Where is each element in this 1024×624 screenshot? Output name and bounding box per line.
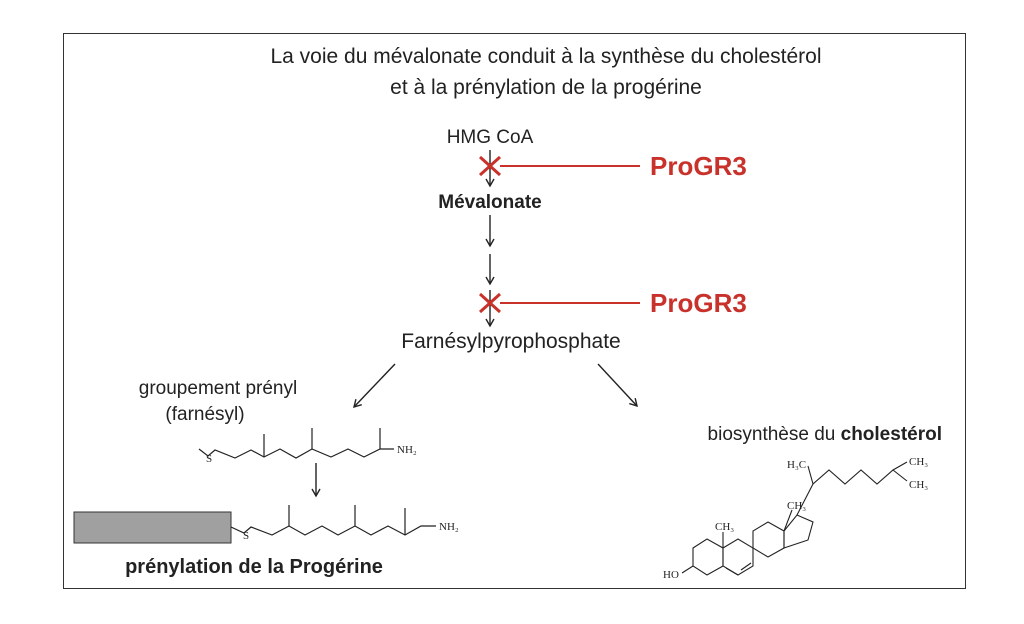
chain-nh2: NH₂ <box>397 444 417 456</box>
progerin-protein-box <box>73 511 232 544</box>
title-line-1: La voie du mévalonate conduit à la synth… <box>270 45 821 68</box>
ch3-bottom-label: CH₃ <box>909 479 928 491</box>
protein-nh2: NH₂ <box>439 521 459 533</box>
inhibitor-label-2: ProGR3 <box>650 288 747 318</box>
arrow-to-prenyl <box>353 363 396 409</box>
hmg-coa-label: HMG CoA <box>447 127 534 148</box>
ch3-top-label: CH₃ <box>909 456 928 468</box>
cholesterol-structure <box>681 461 908 576</box>
arrow-to-cholesterol <box>597 363 638 408</box>
cholesterol-label: biosynthèse du cholestérol <box>708 424 942 445</box>
inhibitor-label-1: ProGR3 <box>650 151 747 181</box>
chain-sulfur: S <box>206 453 212 465</box>
figure-frame <box>63 33 966 589</box>
ch3-ring-upper-label: CH₃ <box>787 500 806 512</box>
attached-farnesyl-chain <box>230 505 436 536</box>
prenyl-label-line-1: groupement prényl <box>139 378 297 399</box>
inhibition-cross-1 <box>478 155 502 177</box>
protein-sulfur: S <box>243 530 249 542</box>
prenyl-label-line-2: (farnésyl) <box>165 404 244 425</box>
h3c-label: H₃C <box>787 459 806 471</box>
fpp-label: Farnésylpyrophosphate <box>401 330 620 353</box>
ch3-ring-lower-label: CH₃ <box>715 521 734 533</box>
mevalonate-label: Mévalonate <box>438 192 541 213</box>
prenylation-label: prénylation de la Progérine <box>125 556 383 578</box>
farnesyl-chain <box>198 428 394 459</box>
title-line-2: et à la prénylation de la progérine <box>390 76 702 99</box>
inhibition-cross-2 <box>478 292 502 314</box>
ho-label: HO <box>663 569 679 581</box>
